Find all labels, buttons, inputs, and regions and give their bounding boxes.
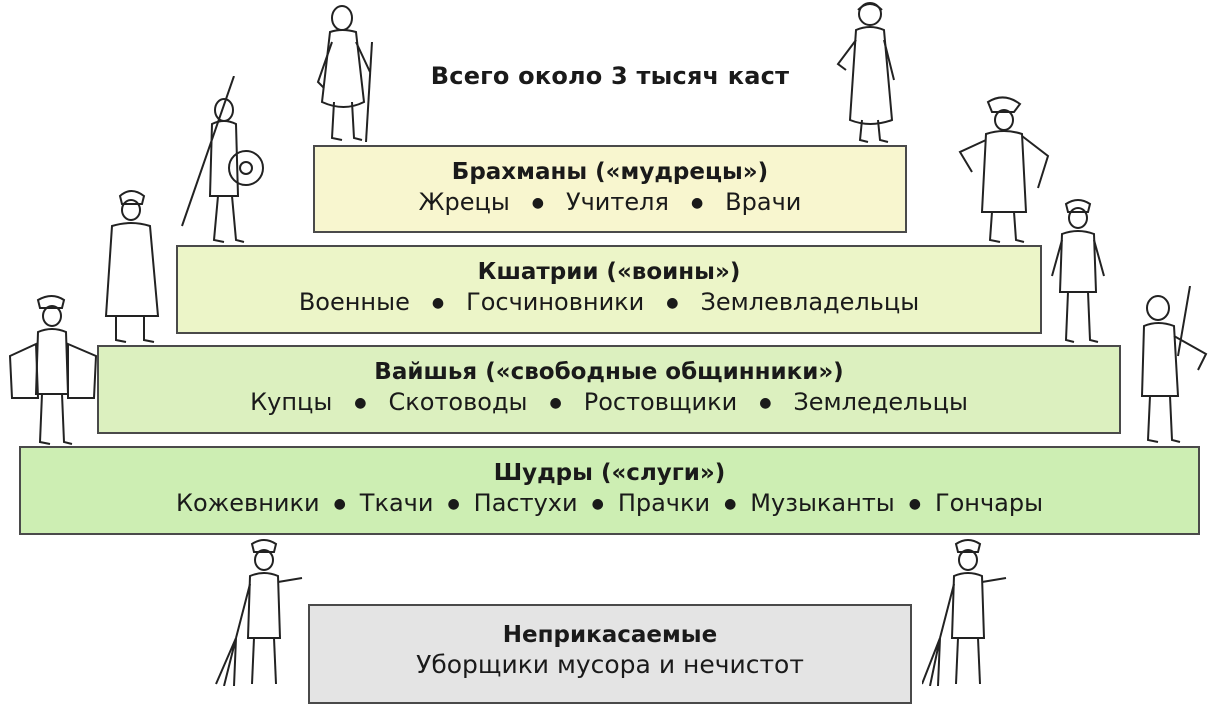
tier-brahmins: Брахманы («мудрецы») Жрецы ● Учителя ● Врачи [313, 145, 907, 233]
tier-item: Землевладельцы [700, 288, 920, 316]
tier-untouchables: Неприкасаемые Уборщики мусора и нечистот [308, 604, 912, 704]
tier-item: Земледельцы [793, 388, 968, 416]
priest-figure-right [828, 0, 908, 145]
tier-item: Купцы [250, 388, 333, 416]
tier-kshatriyas: Кшатрии («воины») Военные ● Госчиновники ● З… [176, 245, 1042, 334]
warrior-figure [178, 76, 270, 244]
sweeper-figure-left [214, 538, 310, 686]
tier-items: Военные ● Госчиновники ● Землевладельцы [178, 287, 1040, 318]
tier-item: Госчиновники [466, 288, 645, 316]
tier-item: Ростовщики [583, 388, 738, 416]
tier-item: Пастухи [473, 489, 578, 517]
tier-item: Прачки [617, 489, 711, 517]
tier-title: Кшатрии («воины») [477, 259, 741, 285]
sweeper-figure-right [922, 538, 1018, 686]
tier-items: Кожевники ● Ткачи ● Пастухи ● Прачки ● Музыканты… [21, 488, 1198, 519]
bullet-separator: ● [354, 395, 367, 411]
bullet-separator: ● [759, 395, 772, 411]
bullet-separator: ● [666, 295, 679, 311]
tier-item: Врачи [725, 188, 802, 216]
bullet-separator: ● [591, 496, 604, 512]
tier-title: Вайшья («свободные общинники») [374, 359, 844, 385]
tier-item: Ткачи [359, 489, 434, 517]
tier-shudras: Шудры («слуги») Кожевники ● Ткачи ● Пастухи ●… [19, 446, 1200, 535]
bullet-separator: ● [333, 496, 346, 512]
bullet-separator: ● [431, 295, 445, 311]
tier-vaishyas: Вайшья («свободные общинники») Купцы ● Ско… [97, 345, 1121, 434]
bullet-separator: ● [549, 395, 562, 411]
tier-item: Гончары [934, 489, 1044, 517]
tier-item: Скотоводы [388, 388, 528, 416]
tier-items: Уборщики мусора и нечистот [310, 650, 910, 680]
caste-count-caption: Всего около 3 тысяч каст [430, 62, 790, 90]
tier-item: Жрецы [418, 188, 510, 216]
tier-item: Военные [298, 288, 410, 316]
landowner-figure [1046, 196, 1108, 346]
tier-title: Брахманы («мудрецы») [451, 159, 769, 185]
tier-item: Уборщики мусора и нечистот [416, 650, 804, 679]
tier-items: Жрецы ● Учителя ● Врачи [315, 187, 905, 218]
cloth-seller-figure [6, 294, 102, 446]
musician-figure [1128, 286, 1216, 446]
bullet-separator: ● [724, 496, 737, 512]
tier-items: Купцы ● Скотоводы ● Ростовщики ● Земледельцы [99, 387, 1119, 418]
tier-item: Учителя [566, 188, 669, 216]
bullet-separator: ● [447, 496, 460, 512]
tier-item: Музыканты [750, 489, 895, 517]
bullet-separator: ● [908, 496, 921, 512]
official-figure [952, 92, 1054, 244]
priest-figure-left [300, 2, 390, 144]
bullet-separator: ● [531, 195, 544, 211]
tier-item: Кожевники [175, 489, 320, 517]
bullet-separator: ● [690, 195, 704, 211]
merchant-figure [100, 186, 162, 344]
tier-title: Шудры («слуги») [493, 460, 726, 486]
tier-title: Неприкасаемые [502, 622, 718, 648]
